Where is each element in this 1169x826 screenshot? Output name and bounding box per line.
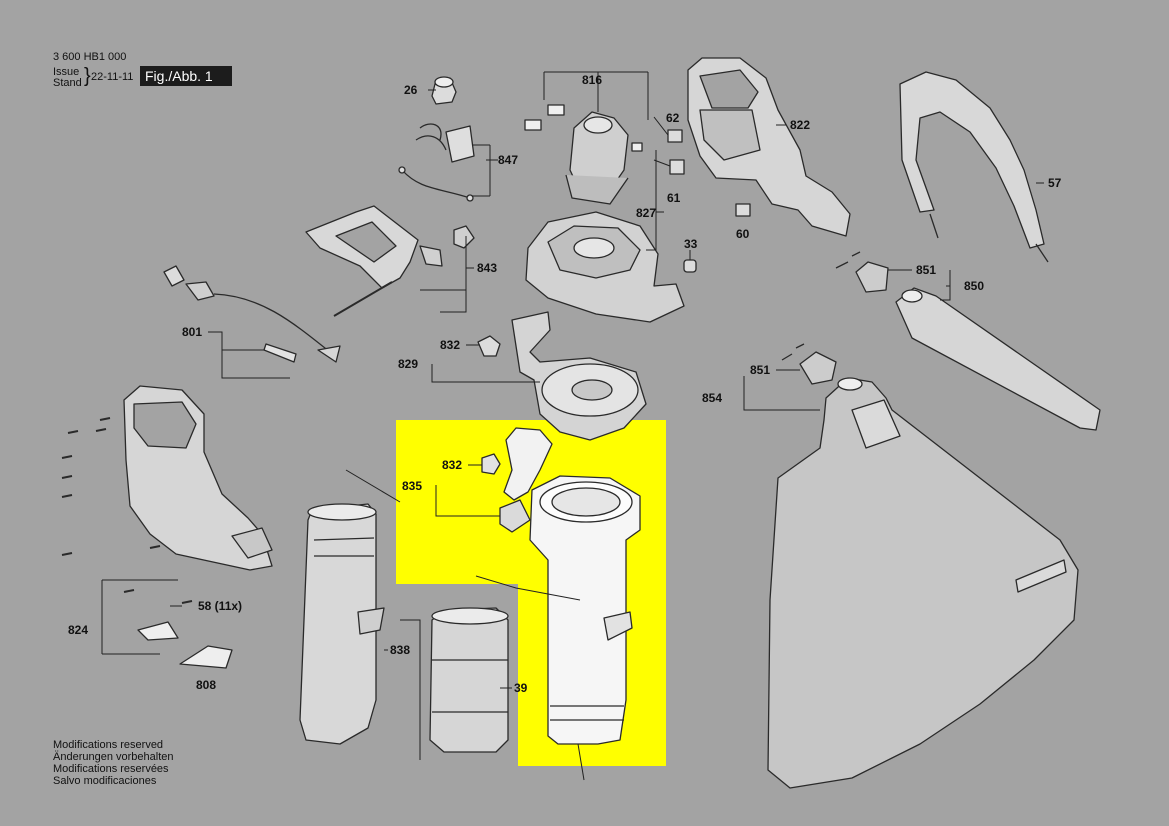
note-es: Salvo modificaciones [53, 775, 157, 787]
motor-part [524, 104, 643, 205]
coupling-sleeve-part [429, 607, 509, 753]
tube-assembly-835 [481, 427, 641, 745]
latch-part-lower [781, 343, 837, 385]
label-822: 822 [790, 118, 810, 132]
fan-housing-upper-part [525, 211, 685, 323]
part-60 [735, 203, 751, 217]
label-824: 824 [68, 623, 88, 637]
label-33: 33 [684, 237, 698, 251]
switch-part [398, 123, 475, 202]
collection-bag-part [767, 377, 1079, 789]
knob-part [431, 76, 457, 105]
label-832-lower: 832 [442, 458, 462, 472]
label-57: 57 [1048, 176, 1062, 190]
note-fr: Modifications reservées [53, 763, 169, 775]
issue-date: 22-11-11 [91, 71, 134, 83]
part-61 [669, 159, 685, 175]
stand-label: Stand [53, 77, 82, 89]
part-62 [667, 129, 683, 143]
label-62: 62 [666, 111, 680, 125]
latch-part-upper [835, 251, 889, 293]
label-847: 847 [498, 153, 518, 167]
label-39: 39 [514, 681, 528, 695]
handle-bracket-part [305, 205, 475, 317]
brace: } [84, 65, 91, 87]
label-58: 58 (11x) [198, 599, 242, 613]
tube-section-part [299, 503, 385, 745]
note-de: Änderungen vorbehalten [53, 751, 174, 763]
label-851-upper: 851 [916, 263, 936, 277]
part-33 [683, 259, 697, 273]
label-827: 827 [636, 206, 656, 220]
label-854: 854 [702, 391, 722, 405]
label-838: 838 [390, 643, 410, 657]
blow-tube-part [895, 287, 1101, 431]
leader-lines [101, 71, 1044, 781]
label-835: 835 [402, 479, 422, 493]
label-60: 60 [736, 227, 750, 241]
cable-assembly-part [163, 265, 341, 363]
label-843: 843 [477, 261, 497, 275]
label-850: 850 [964, 279, 984, 293]
handle-housing-part [687, 57, 851, 237]
shoulder-strap-part [899, 71, 1049, 263]
label-832-upper: 832 [440, 338, 460, 352]
note-en: Modifications reserved [53, 739, 164, 751]
label-61: 61 [667, 191, 681, 205]
label-808: 808 [196, 678, 216, 692]
doc-number: 3 600 HB1 000 [53, 51, 127, 63]
label-26: 26 [404, 83, 418, 97]
label-851-lower: 851 [750, 363, 770, 377]
housing-shell-part [61, 385, 273, 669]
issue-label: Issue [53, 66, 80, 78]
figure-label: Fig./Abb. 1 [140, 66, 232, 86]
modification-notes: Modifications reserved Änderungen vorbeh… [53, 739, 173, 787]
label-801: 801 [182, 325, 202, 339]
fan-housing-lower-part [477, 311, 647, 441]
label-829: 829 [398, 357, 418, 371]
label-816: 816 [582, 73, 602, 87]
